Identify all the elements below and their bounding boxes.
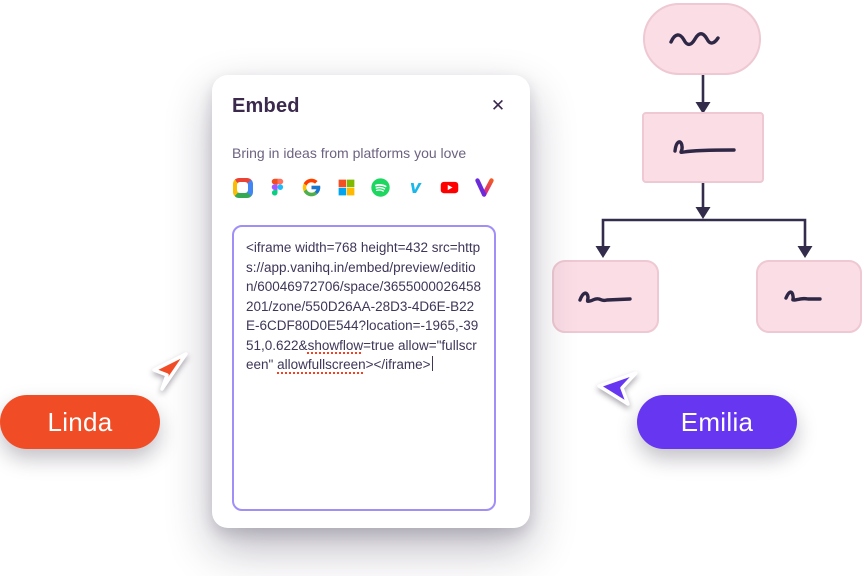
close-button[interactable]: ✕ — [486, 94, 510, 118]
flowchart-scribbles — [578, 32, 822, 304]
collaborator-name: Linda — [47, 406, 113, 437]
misspelled-word: allowfullscreen — [277, 357, 366, 372]
modal-header: Embed ✕ — [232, 93, 510, 119]
collaborator-name: Emilia — [680, 406, 754, 437]
youtube-icon[interactable] — [439, 177, 460, 198]
flowchart-arrowheads — [595, 102, 813, 258]
microsoft-icon[interactable] — [336, 177, 357, 198]
flowchart-start-node[interactable] — [643, 3, 761, 75]
linda-cursor-icon — [152, 352, 188, 391]
google-icon[interactable] — [301, 177, 322, 198]
connector-branch-rail — [601, 218, 807, 248]
vimeo-icon[interactable]: v — [405, 177, 426, 198]
figma-icon[interactable] — [267, 177, 288, 198]
collaborator-label-linda: Linda — [0, 395, 160, 449]
misspelled-word: showflow — [307, 337, 364, 353]
modal-subtitle: Bring in ideas from platforms you love — [232, 145, 467, 161]
text-caret — [431, 356, 434, 371]
collaborator-label-emilia: Emilia — [637, 395, 797, 449]
svg-text:v: v — [409, 178, 421, 198]
flowchart-branch-right-node[interactable] — [756, 260, 862, 333]
emilia-cursor-icon — [597, 371, 638, 406]
flowchart-step-node[interactable] — [642, 112, 764, 183]
modal-title: Embed — [232, 94, 300, 117]
embed-code-input[interactable]: <iframe width=768 height=432 src=https:/… — [232, 225, 496, 511]
embed-modal: Embed ✕ Bring in ideas from platforms yo… — [212, 75, 530, 528]
flowchart-connectors — [601, 74, 807, 248]
platform-icons-row: v — [232, 177, 510, 198]
flowchart — [552, 3, 862, 333]
chrome-icon[interactable] — [232, 177, 253, 198]
vani-icon[interactable] — [474, 177, 495, 198]
flowchart-branch-left-node[interactable] — [552, 260, 659, 333]
spotify-icon[interactable] — [370, 177, 391, 198]
close-icon: ✕ — [490, 96, 506, 115]
